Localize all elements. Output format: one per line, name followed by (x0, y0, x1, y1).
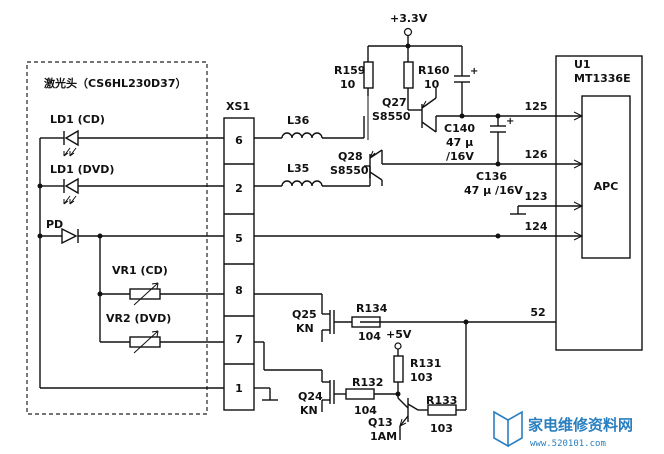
resistor-r160-icon (403, 61, 414, 89)
svg-text:+: + (470, 66, 478, 77)
l36-label: L36 (287, 114, 310, 127)
ld-cd-label: LD1 (CD) (50, 113, 105, 126)
c140-rating: /16V (446, 150, 474, 163)
r134-label: R134 (356, 302, 388, 315)
ic-part: MT1336E (574, 72, 631, 85)
apc-label: APC (594, 180, 619, 193)
vr1-label: VR1 (CD) (112, 264, 168, 277)
q25-label: Q25 (292, 308, 317, 321)
transistor-q28-icon (364, 149, 383, 181)
r134-value: 104 (358, 330, 381, 343)
book-icon (493, 410, 509, 448)
ic-ref: U1 (574, 58, 591, 71)
ld-dvd-label: LD1 (DVD) (50, 163, 114, 176)
c136-value: 47 μ /16V (464, 184, 523, 197)
connector-label: XS1 (226, 100, 250, 113)
q13-label: Q13 (368, 416, 393, 429)
connector-pin-7: 7 (235, 333, 243, 346)
watermark-cn: 家电维修资料网 (528, 416, 633, 434)
pd-label: PD (46, 218, 63, 231)
r131-value: 103 (410, 371, 433, 384)
supply-terminal-icon (403, 27, 413, 37)
r133-label: R133 (426, 394, 457, 407)
q27-type: S8550 (372, 110, 411, 123)
photodiode-icon (61, 227, 79, 245)
variable-resistor-vr2-icon (129, 330, 161, 354)
r132-label: R132 (352, 376, 383, 389)
transistor-q25-icon (321, 302, 352, 342)
inductor-l35-icon (281, 180, 323, 187)
supply-5v-label: +5V (386, 328, 412, 341)
watermark-url: www.520101.com (530, 439, 606, 449)
vr2-label: VR2 (DVD) (106, 312, 171, 325)
ic-pin-126: 126 (525, 148, 548, 161)
c140-value: 47 μ (446, 136, 473, 149)
laser-diode-cd-icon (54, 129, 224, 157)
resistor-r134-icon (351, 316, 381, 328)
connector-pin-8: 8 (235, 284, 243, 297)
q25-type: KN (296, 322, 314, 335)
c140-label: C140 (444, 122, 475, 135)
ic-pin-125: 125 (525, 100, 548, 113)
transistor-q27-icon (408, 97, 437, 133)
resistor-r132-icon (345, 388, 375, 400)
connector-pin-2: 2 (235, 182, 243, 195)
ic-u1-body (555, 55, 643, 351)
pickup-title: 激光头（CS6HL230D37） (44, 76, 186, 90)
connector-pin-1: 1 (235, 382, 243, 395)
inductor-l36-icon (281, 132, 323, 139)
q28-type: S8550 (330, 164, 369, 177)
svg-text:+: + (506, 116, 514, 127)
ic-pin-52: 52 (530, 306, 545, 319)
supply-3v3-label: +3.3V (390, 12, 428, 25)
r159-label: R159 (334, 64, 365, 77)
ic-pin-123: 123 (525, 190, 548, 203)
ic-pin-124: 124 (525, 220, 548, 233)
r132-value: 104 (354, 404, 377, 417)
q13-type: 1AM (370, 430, 397, 443)
r159-value: 10 (340, 78, 356, 91)
resistor-r131-icon (393, 355, 404, 383)
capacitor-c140-icon: + (454, 66, 478, 83)
laser-diode-dvd-icon (54, 177, 224, 205)
q24-type: KN (300, 404, 318, 417)
r160-label: R160 (418, 64, 450, 77)
connector-pin-5: 5 (235, 232, 243, 245)
q24-label: Q24 (298, 390, 323, 403)
l35-label: L35 (287, 162, 309, 175)
watermark: 家电维修资料网 www.520101.com (493, 410, 633, 449)
r131-label: R131 (410, 357, 441, 370)
q27-label: Q27 (382, 96, 407, 109)
supply-5v-terminal-icon (394, 342, 402, 350)
apc-block (581, 95, 631, 259)
q28-label: Q28 (338, 150, 363, 163)
c136-label: C136 (476, 170, 507, 183)
transistor-q24-icon (321, 380, 346, 412)
variable-resistor-vr1-icon (129, 282, 161, 306)
connector-pin-6: 6 (235, 134, 243, 147)
r160-value: 10 (424, 78, 440, 91)
r133-value: 103 (430, 422, 453, 435)
capacitor-c136-icon: + (490, 116, 514, 133)
transistor-q13-icon (397, 394, 419, 427)
